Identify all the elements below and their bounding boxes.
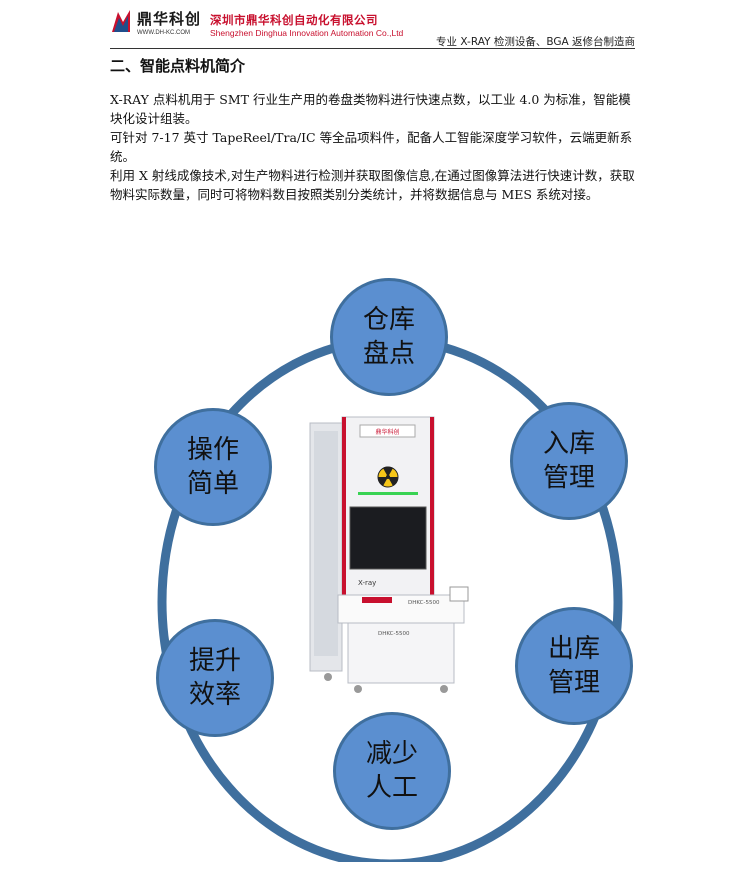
machine-brand-label: 鼎华科创 (375, 428, 399, 436)
feature-outbound-management: 出库管理 (515, 607, 633, 725)
feature-label: 提升 (188, 646, 241, 676)
feature-diagram: 鼎华科创 X-ray DHKC-5500 DHKC-5500 仓库盘点 入库管理… (140, 272, 660, 862)
feature-label: 管理 (542, 463, 595, 493)
logo-name: 鼎华科创 (137, 10, 202, 28)
company-name-cn: 深圳市鼎华科创自动化有限公司 (210, 13, 378, 27)
machine-model-label: DHKC-5500 (408, 600, 440, 606)
intro-text: X-RAY 点料机用于 SMT 行业生产用的卷盘类物料进行快速点数，以工业 4.… (110, 90, 635, 204)
feature-label: 入库 (542, 429, 595, 459)
feature-label: 效率 (188, 680, 241, 710)
page-header: 鼎华科创 WWW.DH-KC.COM 深圳市鼎华科创自动化有限公司 Shengz… (110, 8, 635, 49)
feature-label: 人工 (365, 773, 418, 803)
intro-paragraph: 可针对 7-17 英寸 TapeReel/Tra/IC 等全品项料件，配备人工智… (110, 130, 633, 164)
company-logo-icon (112, 10, 130, 32)
company-name-en: Shengzhen Dinghua Innovation Automation … (210, 28, 404, 38)
feature-label: 出库 (547, 634, 600, 664)
logo-url: WWW.DH-KC.COM (137, 30, 190, 36)
feature-warehouse-inventory: 仓库盘点 (330, 278, 448, 396)
section-title: 二、智能点料机简介 (110, 57, 246, 75)
feature-label: 管理 (547, 668, 600, 698)
feature-easy-operation: 操作简单 (154, 408, 272, 526)
feature-improve-efficiency: 提升效率 (156, 619, 274, 737)
intro-paragraph: X-RAY 点料机用于 SMT 行业生产用的卷盘类物料进行快速点数，以工业 4.… (110, 92, 631, 126)
feature-label: 仓库 (362, 305, 415, 335)
header-slogan: 专业 X-RAY 检测设备、BGA 返修台制造商 (436, 36, 635, 48)
feature-inbound-management: 入库管理 (510, 402, 628, 520)
intro-paragraph: 利用 X 射线成像技术,对生产物料进行检测并获取图像信息,在通过图像算法进行快速… (110, 168, 635, 202)
machine-xray-label: X-ray (358, 579, 376, 587)
feature-label: 减少 (365, 739, 418, 769)
feature-label: 盘点 (362, 339, 415, 369)
feature-reduce-labor: 减少人工 (333, 712, 451, 830)
feature-label: 操作 (186, 435, 239, 465)
machine-model-label-lower: DHKC-5500 (378, 631, 410, 637)
xray-counting-machine-image: 鼎华科创 X-ray DHKC-5500 DHKC-5500 (309, 416, 469, 693)
feature-label: 简单 (186, 469, 239, 499)
